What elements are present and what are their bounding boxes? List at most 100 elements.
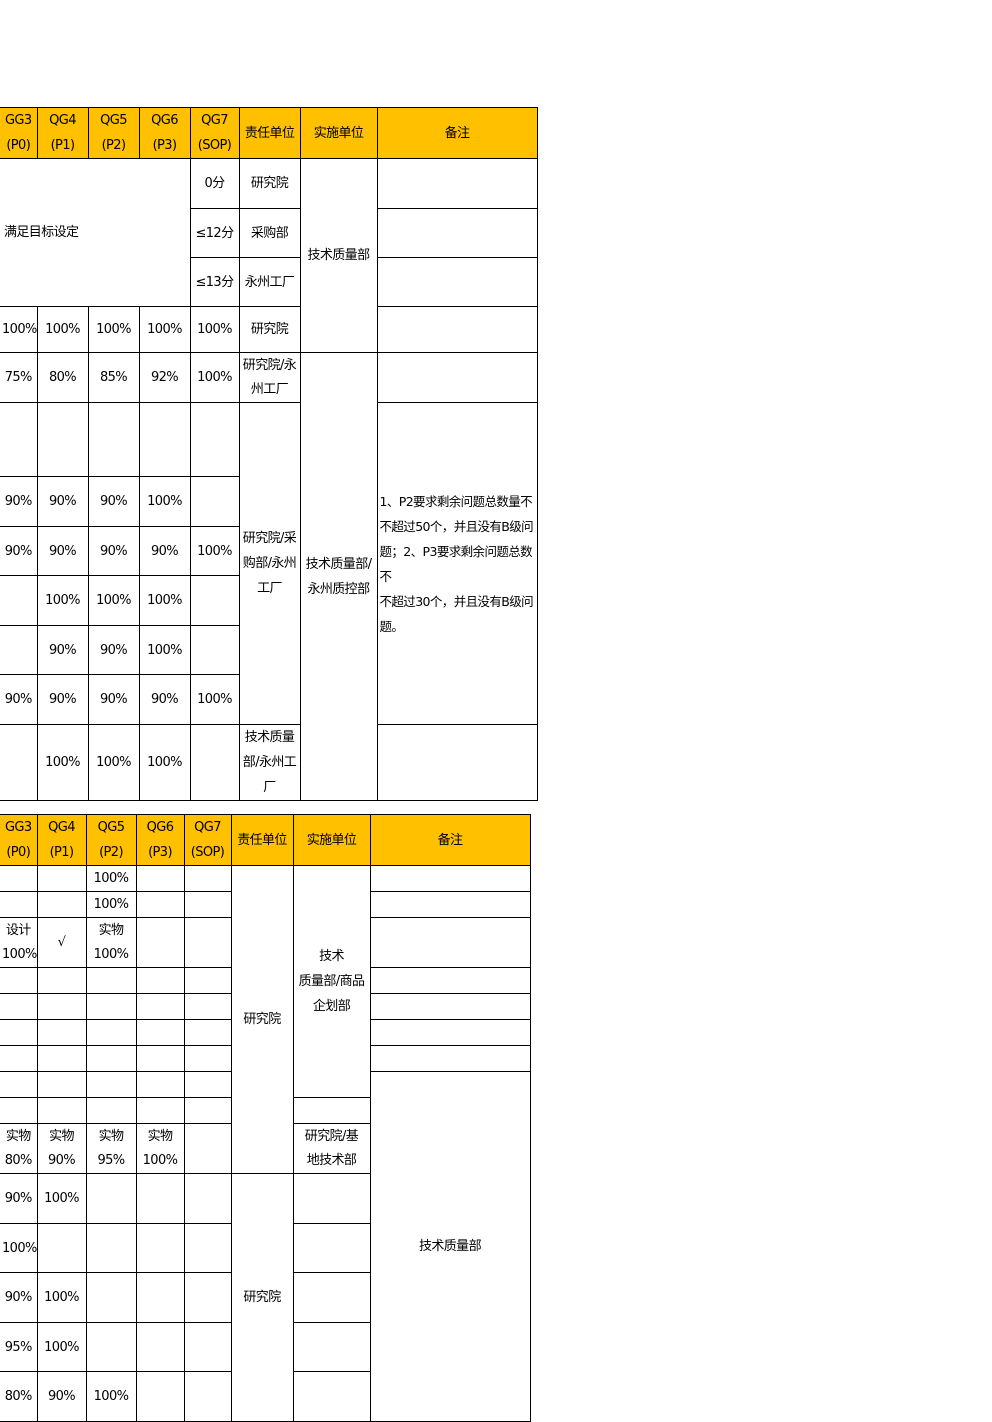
empty-cell xyxy=(85,1272,137,1323)
header-qg4: QG4 (P1) xyxy=(36,814,87,866)
score-qg7: 0分 xyxy=(189,158,240,209)
value-cell: 实物 95% xyxy=(85,1123,137,1174)
empty-cell xyxy=(189,625,240,675)
score-target: 满足目标设定 xyxy=(0,158,191,307)
empty-cell xyxy=(0,1071,38,1098)
header-responsible-unit: 责任单位 xyxy=(230,814,294,866)
pct-cell: 90% xyxy=(87,526,140,576)
empty-cell xyxy=(36,967,87,994)
empty-cell xyxy=(135,1272,185,1323)
empty-cell xyxy=(189,476,240,527)
empty-cell xyxy=(183,865,232,892)
score-resp: 永州工厂 xyxy=(238,257,301,307)
empty-cell xyxy=(85,1322,137,1372)
pct-cell: 100% xyxy=(0,306,38,353)
header-remarks: 备注 xyxy=(369,814,531,866)
impl-unit: 技术质量部 xyxy=(299,158,378,353)
pct-cell: 90% xyxy=(36,1371,87,1422)
empty-cell xyxy=(0,967,38,994)
pct-cell: 100% xyxy=(87,724,140,801)
pct-cell: 100% xyxy=(189,352,240,403)
pct-cell: 100% xyxy=(85,1371,137,1422)
value-cell: 设计 100% xyxy=(0,917,38,968)
remark-cell xyxy=(376,158,538,209)
empty-cell xyxy=(135,865,185,892)
pct-cell: 100% xyxy=(189,526,240,576)
empty-cell xyxy=(36,1097,87,1124)
empty-cell xyxy=(183,967,232,994)
empty-cell xyxy=(87,402,140,477)
header-qg6: QG6 (P3) xyxy=(135,814,185,866)
pct-cell: 85% xyxy=(87,352,140,403)
empty-cell xyxy=(189,402,240,477)
pct-cell: 100% xyxy=(138,724,191,801)
empty-cell xyxy=(85,967,137,994)
remark-cell xyxy=(369,891,531,918)
resp-cell: 技术质量 部/永州工 厂 xyxy=(238,724,301,801)
empty-cell xyxy=(183,993,232,1020)
header-qg4: QG4 (P1) xyxy=(36,107,89,159)
pct-cell: 100% xyxy=(36,1173,87,1224)
resp-cell: 研究院/基 地技术部 xyxy=(292,1123,371,1174)
remark-cell xyxy=(292,1173,371,1224)
pct-cell: 90% xyxy=(87,625,140,675)
pct-cell: 92% xyxy=(138,352,191,403)
pct-cell: 90% xyxy=(0,674,38,725)
empty-cell xyxy=(85,1019,137,1046)
pct-cell: 80% xyxy=(36,352,89,403)
pct-cell: 90% xyxy=(87,674,140,725)
empty-cell xyxy=(183,1322,232,1372)
empty-cell xyxy=(36,1045,87,1072)
empty-cell xyxy=(0,575,38,626)
value-cell: 实物 100% xyxy=(135,1123,185,1174)
pct-cell: 100% xyxy=(36,1322,87,1372)
check-cell: √ xyxy=(36,917,87,968)
pct-cell: 100% xyxy=(87,575,140,626)
empty-cell xyxy=(135,1045,185,1072)
remark-cell xyxy=(292,1223,371,1273)
pct-cell: 90% xyxy=(87,476,140,527)
remark-cell xyxy=(369,917,531,968)
empty-cell xyxy=(85,1097,137,1124)
pct-cell: 100% xyxy=(189,674,240,725)
pct-cell: 90% xyxy=(0,526,38,576)
empty-cell xyxy=(183,1123,232,1174)
empty-cell xyxy=(0,402,38,477)
empty-cell xyxy=(36,1071,87,1098)
empty-cell xyxy=(135,1173,185,1224)
remark-cell xyxy=(369,993,531,1020)
pct-cell: 90% xyxy=(0,1173,38,1224)
resp-cell: 研究院 xyxy=(238,306,301,353)
header-responsible-unit: 责任单位 xyxy=(238,107,301,159)
pct-cell: 90% xyxy=(36,674,89,725)
remark-cell xyxy=(376,208,538,258)
remark-cell xyxy=(376,257,538,307)
empty-cell xyxy=(183,891,232,918)
empty-cell xyxy=(135,1019,185,1046)
header-implementing-unit: 实施单位 xyxy=(292,814,371,866)
empty-cell xyxy=(36,1019,87,1046)
remark-text: 1、P2要求剩余问题总数量不不超过50个，并且没有B级问题；2、P3要求剩余问题… xyxy=(376,402,538,725)
empty-cell xyxy=(135,891,185,918)
empty-cell xyxy=(183,917,232,968)
remark-cell xyxy=(369,865,531,892)
empty-cell xyxy=(183,1272,232,1323)
empty-cell xyxy=(183,1071,232,1098)
remark-cell xyxy=(292,1272,371,1323)
pct-cell: 100% xyxy=(0,1223,38,1273)
value-cell: 实物 80% xyxy=(0,1123,38,1174)
header-qg7: QG7 (SOP) xyxy=(183,814,232,866)
pct-cell: 90% xyxy=(0,1272,38,1323)
score-resp: 采购部 xyxy=(238,208,301,258)
pct-cell: 100% xyxy=(85,865,137,892)
empty-cell xyxy=(135,967,185,994)
impl-unit: 技术 质量部/商品 企划部 xyxy=(292,865,371,1098)
empty-cell xyxy=(135,1371,185,1422)
remark-cell xyxy=(292,1097,371,1124)
impl-unit: 技术质量部/ 永州质控部 xyxy=(299,352,378,801)
pct-cell: 90% xyxy=(36,625,89,675)
empty-cell xyxy=(36,865,87,892)
pct-cell: 75% xyxy=(0,352,38,403)
empty-cell xyxy=(85,1071,137,1098)
empty-cell xyxy=(189,724,240,801)
